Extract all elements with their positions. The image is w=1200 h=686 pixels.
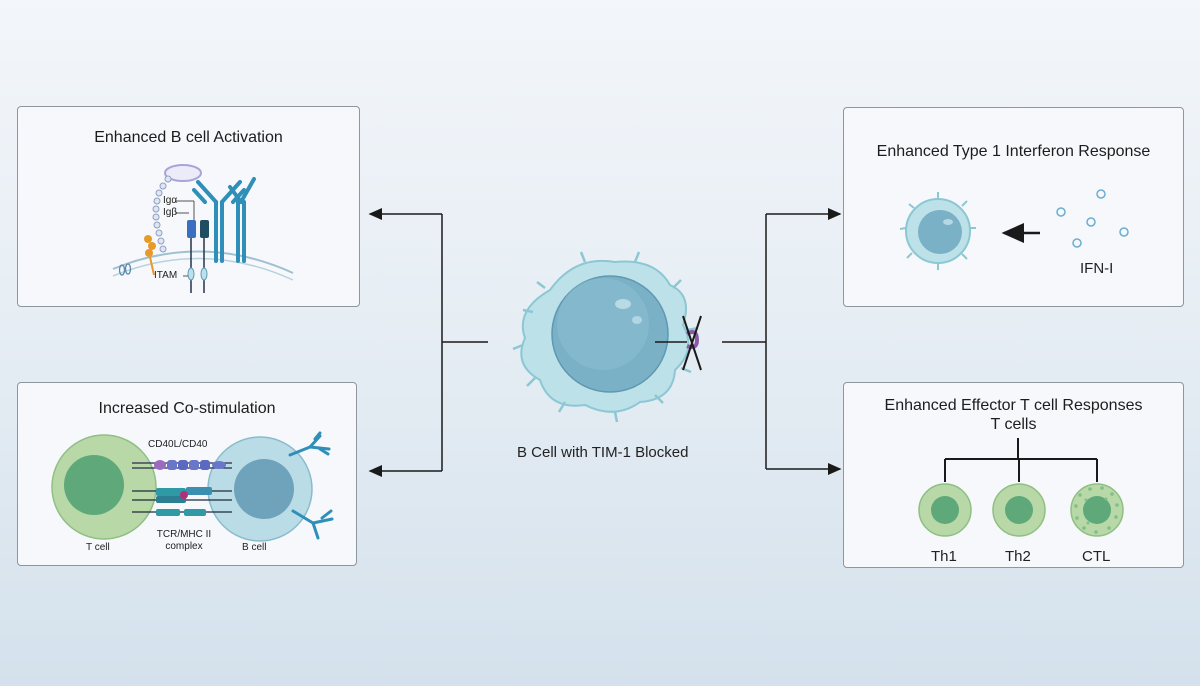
itam-label: ITAM bbox=[154, 270, 178, 281]
bcr-receptor-illustration bbox=[112, 164, 294, 293]
tcr-mhc-label: TCR/MHC II complex bbox=[144, 529, 224, 553]
b-cell-antibody-top bbox=[288, 431, 331, 457]
cd40-complex bbox=[132, 460, 232, 470]
interferon-illustration bbox=[899, 189, 1129, 270]
effector-panel: Enhanced Effector T cell Responses T cel… bbox=[843, 382, 1184, 568]
tim1-receptor bbox=[685, 330, 700, 350]
ig-alpha-beta bbox=[175, 200, 209, 293]
th1-label: Th1 bbox=[931, 548, 957, 565]
tcr-mhc-complex bbox=[132, 487, 232, 516]
activation-panel: Enhanced B cell Activation bbox=[17, 106, 360, 307]
b-cell-label: B cell bbox=[242, 542, 267, 553]
central-b-cell bbox=[512, 251, 702, 423]
bead-chain bbox=[152, 175, 172, 253]
ifn-particles bbox=[1056, 189, 1129, 248]
ctl-label: CTL bbox=[1082, 548, 1111, 565]
costim-illustration bbox=[51, 431, 334, 542]
interferon-title: Enhanced Type 1 Interferon Response bbox=[876, 143, 1151, 160]
cd40-label: CD40L/CD40 bbox=[148, 439, 208, 450]
ctl-cell bbox=[1070, 483, 1124, 537]
effector-title-line1: Enhanced Effector T cell Responses bbox=[884, 397, 1143, 414]
tcr-mhc-label-line1: TCR/MHC II bbox=[156, 529, 212, 540]
b-cell-antibody-bottom bbox=[291, 509, 334, 540]
ig-beta-label: Igβ bbox=[163, 207, 178, 218]
effector-title-line2: T cells bbox=[990, 416, 1037, 433]
ifn-label: IFN-I bbox=[1080, 260, 1114, 277]
activation-title: Enhanced B cell Activation bbox=[94, 129, 283, 146]
effector-tree bbox=[918, 438, 1124, 537]
block-cross-line-2 bbox=[682, 315, 702, 371]
th2-label: Th2 bbox=[1005, 548, 1031, 565]
t-cell-nucleus bbox=[64, 455, 124, 515]
tcr-mhc-label-line2: complex bbox=[165, 541, 203, 552]
membrane-ruffles bbox=[512, 251, 699, 423]
membrane-anchor bbox=[118, 263, 132, 276]
membrane bbox=[112, 250, 294, 274]
orange-kinase bbox=[144, 235, 156, 276]
costim-panel: Increased Co-stimulation bbox=[17, 382, 357, 566]
antigen-ellipse bbox=[164, 164, 202, 182]
th1-cell bbox=[918, 483, 972, 537]
bcr-antibody bbox=[192, 177, 256, 263]
ig-alpha-label: Igα bbox=[163, 195, 178, 206]
costim-title: Increased Co-stimulation bbox=[98, 400, 276, 417]
ifn-cell-ruffles bbox=[899, 192, 976, 270]
center-caption: B Cell with TIM-1 Blocked bbox=[517, 444, 689, 461]
b-cell-nucleus bbox=[234, 459, 294, 519]
th2-cell bbox=[992, 483, 1046, 537]
t-cell-label: T cell bbox=[86, 542, 110, 553]
interferon-panel: Enhanced Type 1 Interferon Response IFN-… bbox=[843, 107, 1184, 307]
